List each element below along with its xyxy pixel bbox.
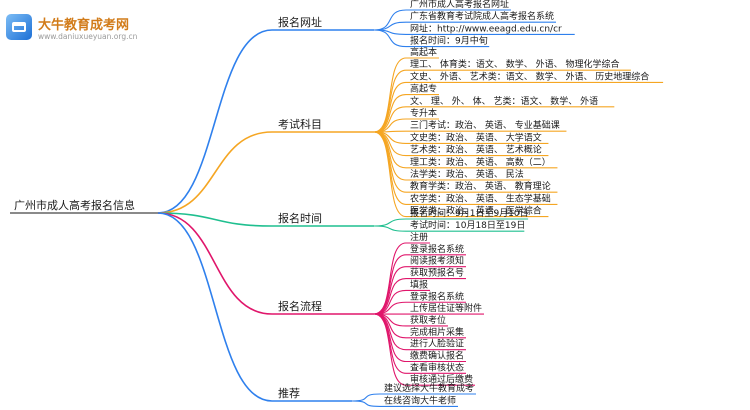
branch-4-item: 获取考位: [410, 314, 446, 326]
branch-1-item: 广州市成人高考报名网址: [410, 0, 509, 10]
root-label: 广州市成人高考报名信息: [14, 198, 135, 212]
branch-3-label: 报名时间: [278, 211, 322, 225]
branch-2-label: 考试科目: [278, 117, 322, 131]
branch-2-item: 高起专: [410, 83, 437, 95]
branch-5-item-connector: [351, 393, 381, 402]
branch-2-item: 医学类：政治、 英语、 医学综合: [410, 205, 542, 217]
branch-3-item-connector: [373, 218, 407, 227]
branch-4-item-connector: [373, 254, 407, 315]
mind-map-nodes: 广州市成人高考报名信息 报名网址 广州市成人高考报名网址广东省教育考试院成人高考报名…: [14, 0, 649, 406]
branch-2-item: 理工、 体育类：语文、 数学、 外语、 物理化学综合: [410, 58, 619, 70]
branch-2-item-connector: [373, 131, 407, 157]
branch-2-connector: [157, 131, 273, 214]
branch-4-label: 报名流程: [278, 299, 322, 313]
branch-4-connector: [157, 212, 273, 315]
branch-4-item: 登录报名系统: [410, 243, 464, 255]
branch-2-item-connector: [373, 69, 407, 133]
branch-4-item: 注册: [410, 231, 428, 243]
branch-2-item: 文、 理、 外、 体、 艺类：语文、 数学、 外语: [410, 95, 598, 107]
branch-2-item: 专升本: [410, 107, 437, 119]
branch-4-item: 填报: [410, 278, 428, 290]
branch-4-item-connector: [373, 313, 407, 374]
branch-1-item: 网址：http://www.eeagd.edu.cn/cr: [410, 22, 562, 34]
branch-2-item-connector: [373, 131, 407, 218]
branch-3-item: 报名时间：9月1日至9月10日: [410, 207, 529, 219]
watermark-url: www.daniuxueyuan.org.cn: [38, 32, 138, 41]
branch-4-item: 缴费确认报名: [410, 350, 464, 362]
branch-5-connector: [157, 212, 273, 402]
branch-2-item: 理工类：政治、 英语、 高数（二）: [410, 156, 551, 168]
branch-4-item: 登录报名系统: [410, 290, 464, 302]
branch-5-label: 推荐: [278, 386, 300, 400]
branch-5-item-connector: [351, 400, 381, 407]
watermark-name: 大牛教育成考网: [38, 18, 130, 33]
branch-4-item: 上传居住证等附件: [410, 302, 482, 314]
branch-1-label: 报名网址: [278, 15, 322, 29]
branch-2-item: 文史、 外语、 艺术类：语文、 数学、 外语、 历史地理综合: [410, 70, 649, 82]
branch-3-connector: [157, 212, 273, 227]
branch-2-item: 农学类：政治、 英语、 生态学基础: [410, 192, 551, 204]
mind-map-edges: [10, 9, 664, 407]
branch-2-item: 艺术类：政治、 英语、 艺术概论: [410, 144, 542, 156]
branch-4-item-connector: [373, 313, 407, 386]
branch-1-item: 广东省教育考试院成人高考报名系统: [410, 10, 554, 22]
branch-2-item: 法学类：政治、 英语、 民法: [410, 168, 524, 180]
branch-1-item-connector: [373, 9, 407, 31]
branch-2-item: 三门考试：政治、 英语、 专业基础课: [410, 119, 560, 131]
branch-1-item-connector: [373, 29, 407, 48]
branch-5-item: 建议选择大牛教育成考: [384, 382, 474, 394]
book-icon: [6, 14, 32, 40]
branch-1-item: 报名时间：9月中旬: [410, 35, 488, 47]
branch-2-item: 教育学类：政治、 英语、 教育理论: [410, 180, 551, 192]
branch-4-item: 进行人脸验证: [410, 338, 464, 350]
branch-4-item: 获取预报名号: [410, 267, 464, 279]
branch-3-item: 考试时间：10月18日至19日: [410, 219, 525, 231]
branch-4-item: 阅读报考须知: [410, 255, 464, 267]
branch-1-item-connector: [373, 21, 407, 31]
branch-4-item: 查看审核状态: [410, 361, 464, 373]
branch-2-item: 文史类：政治、 英语、 大学语文: [410, 131, 542, 143]
branch-4-item: 完成相片采集: [410, 326, 464, 338]
watermark-logo: 大牛教育成考网 www.daniuxueyuan.org.cn: [6, 8, 156, 48]
branch-4-item: 审核通过后缴费: [410, 373, 473, 385]
branch-2-item-connector: [373, 131, 407, 193]
branch-1-connector: [157, 29, 273, 214]
branch-3-item-connector: [373, 225, 407, 232]
branch-5-item: 在线咨询大牛老师: [384, 394, 456, 406]
branch-2-item: 高起本: [410, 46, 437, 58]
